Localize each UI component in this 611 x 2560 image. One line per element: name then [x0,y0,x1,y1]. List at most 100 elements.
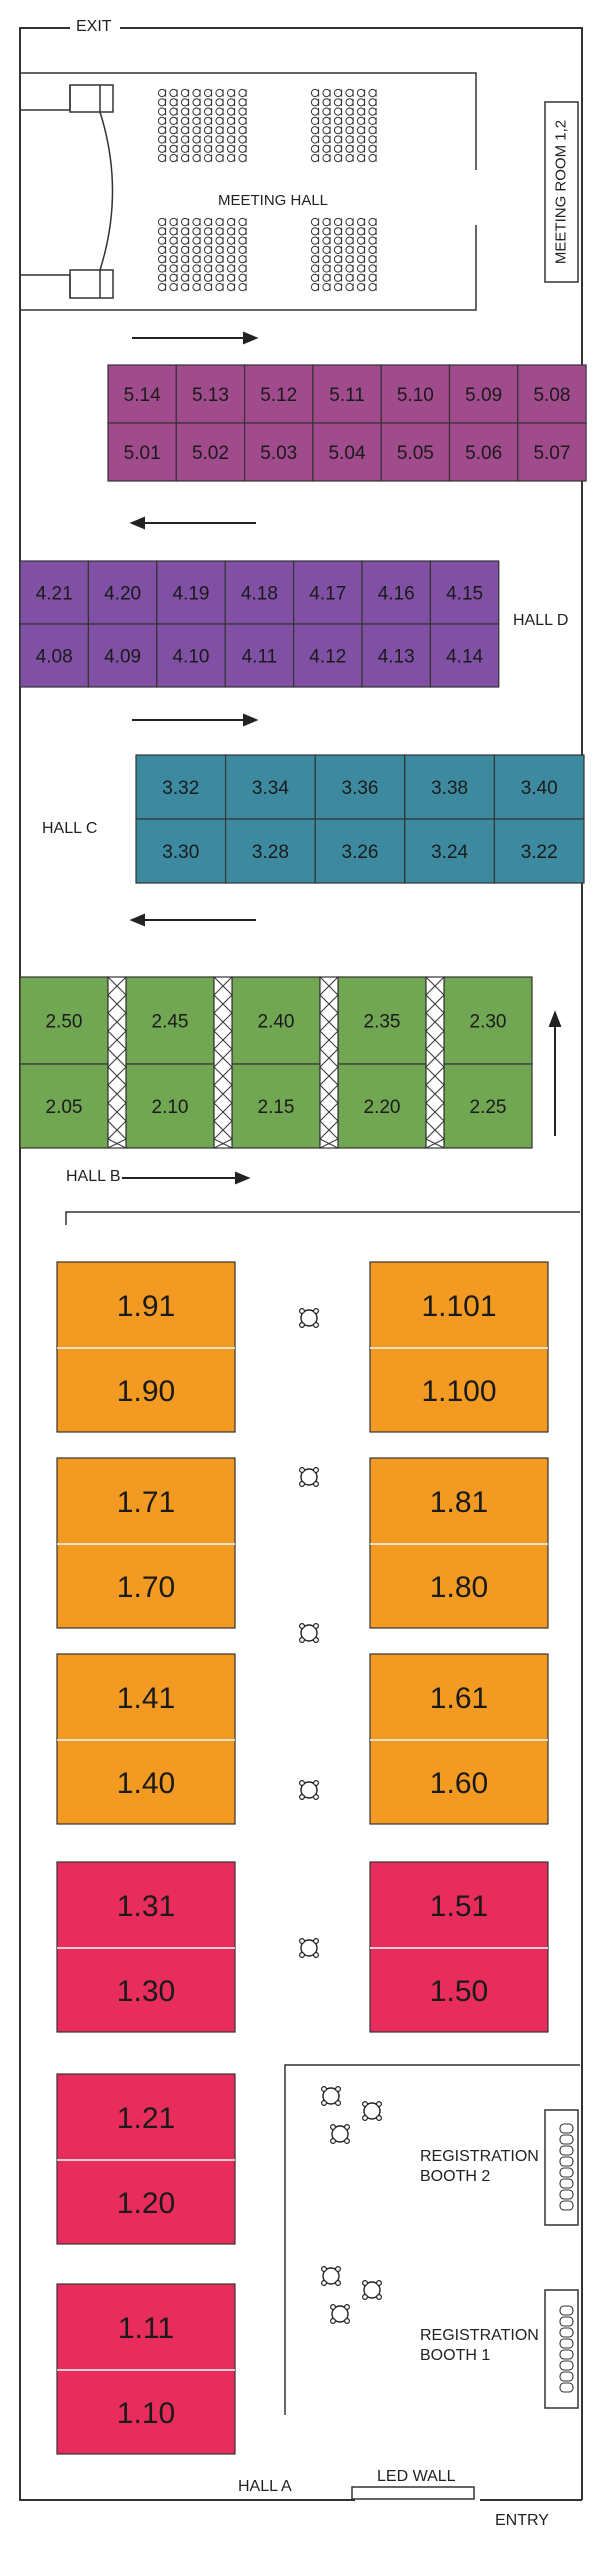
booth-5-02[interactable]: 5.02 [175,422,246,482]
booth-1-90[interactable]: 1.90 [56,1347,236,1433]
booth-1-61[interactable]: 1.61 [369,1653,549,1741]
booth-1-21[interactable]: 1.21 [56,2073,236,2161]
booth-4-12[interactable]: 4.12 [293,623,363,688]
booth-5-04[interactable]: 5.04 [312,422,382,482]
booth-cell [107,422,177,482]
booth-label: 4.15 [446,583,483,604]
booth-cell [125,976,215,1065]
booth-5-13[interactable]: 5.13 [175,364,246,424]
booth-label: 5.01 [124,443,161,464]
booth-2-25[interactable]: 2.25 [443,1063,533,1149]
booth-2-15[interactable]: 2.15 [231,1063,321,1149]
booth-1-50[interactable]: 1.50 [369,1947,549,2033]
booth-5-11[interactable]: 5.11 [312,364,382,424]
booth-4-21[interactable]: 4.21 [19,560,90,625]
booth-3-24[interactable]: 3.24 [404,818,495,884]
booth-4-20[interactable]: 4.20 [87,560,158,625]
booth-1-30[interactable]: 1.30 [56,1947,236,2033]
booth-label: 5.08 [533,385,570,406]
booth-2-40[interactable]: 2.40 [231,976,321,1065]
booth-4-16[interactable]: 4.16 [361,560,432,625]
booth-1-70[interactable]: 1.70 [56,1543,236,1629]
booth-cell [225,754,316,820]
booth-cell [337,1063,427,1149]
booth-4-17[interactable]: 4.17 [293,560,363,625]
booth-3-34[interactable]: 3.34 [225,754,316,820]
booth-1-81[interactable]: 1.81 [369,1457,549,1545]
booth-5-14[interactable]: 5.14 [107,364,177,424]
booth-cell [369,1739,549,1825]
booth-4-11[interactable]: 4.11 [224,623,295,688]
booth-1-80[interactable]: 1.80 [369,1543,549,1629]
booth-2-05[interactable]: 2.05 [19,1063,109,1149]
booth-cell [404,754,495,820]
booth-label: 4.20 [104,583,141,604]
booth-1-41[interactable]: 1.41 [56,1653,236,1741]
booth-2-30[interactable]: 2.30 [443,976,533,1065]
booth-3-22[interactable]: 3.22 [493,818,585,884]
booth-5-03[interactable]: 5.03 [244,422,314,482]
booth-4-15[interactable]: 4.15 [429,560,500,625]
booth-1-20[interactable]: 1.20 [56,2159,236,2245]
booth-3-38[interactable]: 3.38 [404,754,495,820]
booth-1-71[interactable]: 1.71 [56,1457,236,1545]
booth-3-30[interactable]: 3.30 [135,818,227,884]
booth-3-36[interactable]: 3.36 [314,754,406,820]
booth-5-08[interactable]: 5.08 [517,364,587,424]
booth-4-19[interactable]: 4.19 [156,560,226,625]
booth-2-45[interactable]: 2.45 [125,976,215,1065]
booth-1-60[interactable]: 1.60 [369,1739,549,1825]
meeting-hall-label: MEETING HALL [218,192,329,209]
booth-cell [429,623,500,688]
booth-5-05[interactable]: 5.05 [380,422,451,482]
booth-5-06[interactable]: 5.06 [448,422,519,482]
booth-2-20[interactable]: 2.20 [337,1063,427,1149]
booth-5-01[interactable]: 5.01 [107,422,177,482]
booth-2-10[interactable]: 2.10 [125,1063,215,1149]
booth-label: 1.10 [117,2397,175,2430]
booth-1-100[interactable]: 1.100 [369,1347,549,1433]
truss [425,976,445,1149]
booth-cell [448,364,519,424]
desk-icon [559,2178,574,2189]
booth-1-31[interactable]: 1.31 [56,1861,236,1949]
booth-cell [56,1653,236,1741]
booth-5-10[interactable]: 5.10 [380,364,451,424]
booth-4-08[interactable]: 4.08 [19,623,90,688]
truss [319,976,339,1149]
booth-label: 5.13 [192,385,229,406]
booth-1-10[interactable]: 1.10 [56,2369,236,2455]
truss-separators [107,976,445,1149]
hall-partitions [65,1211,580,2415]
booth-3-28[interactable]: 3.28 [225,818,316,884]
booth-cell [293,623,363,688]
booth-cell [56,1543,236,1629]
booth-1-40[interactable]: 1.40 [56,1739,236,1825]
booth-5-12[interactable]: 5.12 [244,364,314,424]
booth-4-14[interactable]: 4.14 [429,623,500,688]
booth-label: 5.07 [533,443,570,464]
booth-3-26[interactable]: 3.26 [314,818,406,884]
booth-1-51[interactable]: 1.51 [369,1861,549,1949]
booth-4-18[interactable]: 4.18 [224,560,295,625]
reg-booth-1-line1: REGISTRATION [420,2327,539,2344]
booth-4-09[interactable]: 4.09 [87,623,158,688]
booth-4-10[interactable]: 4.10 [156,623,226,688]
booth-label: 4.17 [309,583,346,604]
booth-3-32[interactable]: 3.32 [135,754,227,820]
booth-4-13[interactable]: 4.13 [361,623,432,688]
booth-5-09[interactable]: 5.09 [448,364,519,424]
booth-label: 3.28 [252,842,289,863]
booth-cell [369,1457,549,1545]
booth-5-07[interactable]: 5.07 [517,422,587,482]
table-icon [362,2280,383,2301]
led-wall-label: LED WALL [377,2468,456,2485]
booth-1-101[interactable]: 1.101 [369,1261,549,1349]
booth-3-40[interactable]: 3.40 [493,754,585,820]
booth-2-35[interactable]: 2.35 [337,976,427,1065]
booth-1-91[interactable]: 1.91 [56,1261,236,1349]
booth-2-50[interactable]: 2.50 [19,976,109,1065]
booth-label: 4.19 [173,583,210,604]
booth-1-11[interactable]: 1.11 [56,2283,236,2371]
